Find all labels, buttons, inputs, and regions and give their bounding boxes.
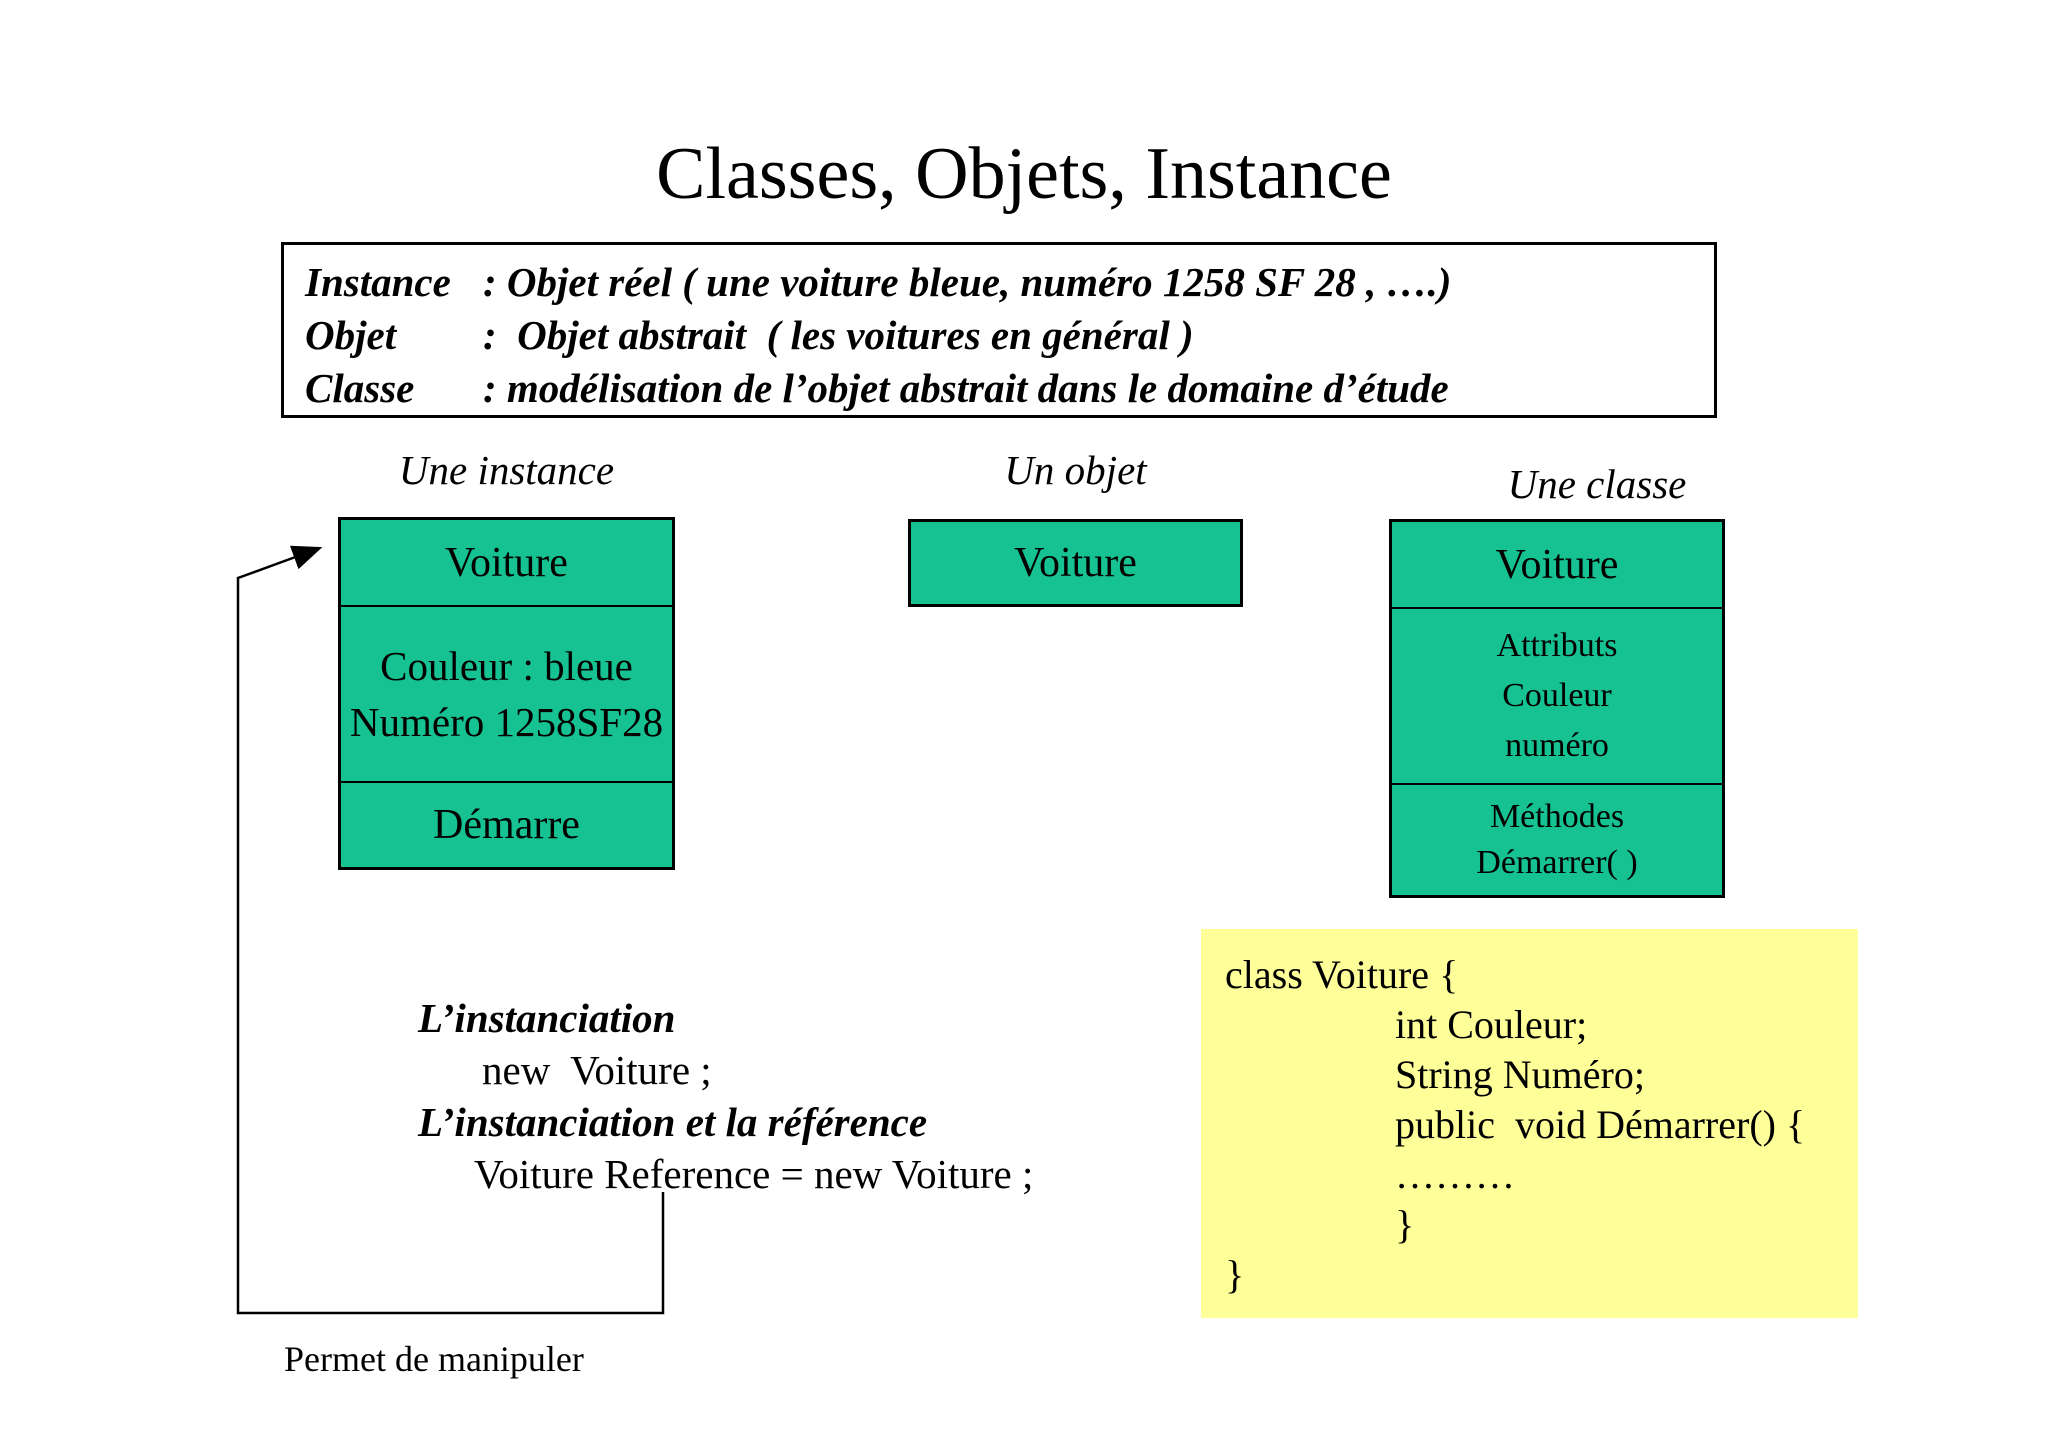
attributes-header: Attributs [1496, 627, 1618, 664]
column-label-class: Une classe [1507, 461, 1687, 507]
definitions-box: Instance : Objet réel ( une voiture bleu… [281, 242, 1717, 418]
code-line: public void Démarrer() { [1395, 1101, 1806, 1147]
instanciation-code-2: Voiture Reference = new Voiture ; [474, 1151, 1034, 1197]
code-line: int Couleur; [1395, 1001, 1588, 1047]
code-line: } [1225, 1251, 1245, 1297]
code-line: } [1395, 1201, 1415, 1247]
footer-note: Permet de manipuler [284, 1339, 584, 1379]
definition-term: Instance [305, 258, 451, 305]
slide-title: Classes, Objets, Instance [656, 133, 1392, 215]
attribute-line: numéro [1505, 727, 1609, 764]
attribute-line: Numéro 1258SF28 [349, 699, 664, 745]
class-box: Voiture Attributs Couleur numéro Méthode… [1389, 519, 1725, 898]
instance-box-title: Voiture [341, 520, 672, 607]
code-box: class Voiture { int Couleur; String Numé… [1201, 929, 1858, 1318]
column-label-instance: Une instance [398, 447, 615, 493]
method-line: Démarrer( ) [1476, 844, 1638, 881]
instance-box: Voiture Couleur : bleue Numéro 1258SF28 … [338, 517, 675, 870]
definition-desc: : Objet réel ( une voiture bleue, numéro… [483, 258, 1452, 305]
definition-desc: : Objet abstrait ( les voitures en génér… [483, 311, 1194, 358]
definition-row-objet: Objet : Objet abstrait ( les voitures en… [305, 308, 1714, 361]
object-box-title: Voiture [1014, 540, 1137, 586]
code-line: String Numéro; [1395, 1051, 1645, 1097]
instance-box-method: Démarre [433, 802, 580, 848]
code-line: ……… [1395, 1151, 1515, 1197]
definition-desc: : modélisation de l’objet abstrait dans … [483, 364, 1449, 411]
definition-row-classe: Classe : modélisation de l’objet abstrai… [305, 361, 1714, 414]
class-box-methods: Méthodes Démarrer( ) [1392, 785, 1722, 895]
instanciation-heading-1: L’instanciation [418, 995, 676, 1041]
class-box-attributes: Attributs Couleur numéro [1392, 609, 1722, 785]
column-label-object: Un objet [1004, 447, 1147, 493]
object-box: Voiture [908, 519, 1243, 607]
class-box-title: Voiture [1392, 522, 1722, 609]
methods-header: Méthodes [1489, 798, 1625, 835]
instanciation-code-1: new Voiture ; [482, 1047, 712, 1093]
attribute-line: Couleur : bleue [380, 643, 633, 689]
attribute-line: Couleur [1502, 677, 1612, 714]
definition-row-instance: Instance : Objet réel ( une voiture bleu… [305, 255, 1714, 308]
instanciation-block: L’instanciation new Voiture ; L’instanci… [418, 992, 1033, 1200]
code-line: class Voiture { [1225, 951, 1459, 997]
definition-term: Classe [305, 364, 415, 411]
definition-term: Objet [305, 311, 397, 358]
instance-box-attributes: Couleur : bleue Numéro 1258SF28 [341, 607, 672, 783]
instanciation-heading-2: L’instanciation et la référence [418, 1099, 928, 1145]
